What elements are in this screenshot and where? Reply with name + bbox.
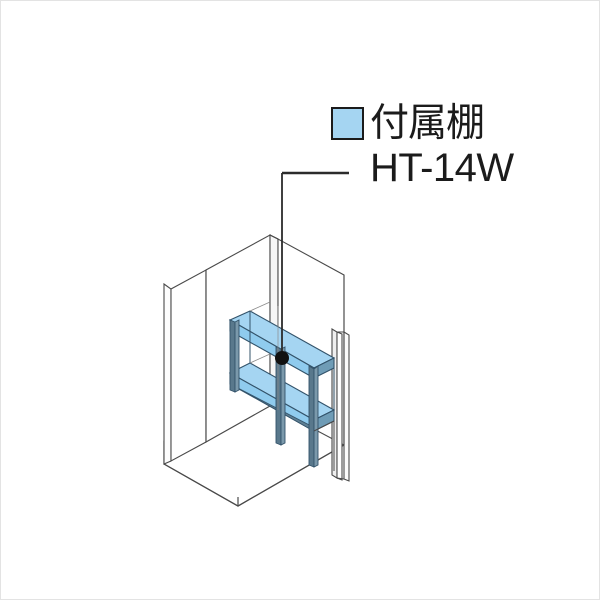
shelf-support-post-center xyxy=(275,346,286,446)
callout-marker-dot xyxy=(275,351,289,365)
callout-leader xyxy=(275,171,349,365)
shelf-wall-bracket xyxy=(249,311,335,471)
legend-part-row: 付属棚 xyxy=(331,101,581,145)
legend-code-row: HT-14W xyxy=(331,145,581,191)
legend-part-name: 付属棚 xyxy=(370,100,485,146)
blue-square-swatch xyxy=(331,106,364,140)
legend-part-code: HT-14W xyxy=(370,146,514,190)
shelf-support-post-right xyxy=(308,365,319,468)
legend: 付属棚 HT-14W xyxy=(331,101,581,191)
shelf-support-post-left xyxy=(229,319,240,393)
door-rail-frame xyxy=(331,275,350,482)
